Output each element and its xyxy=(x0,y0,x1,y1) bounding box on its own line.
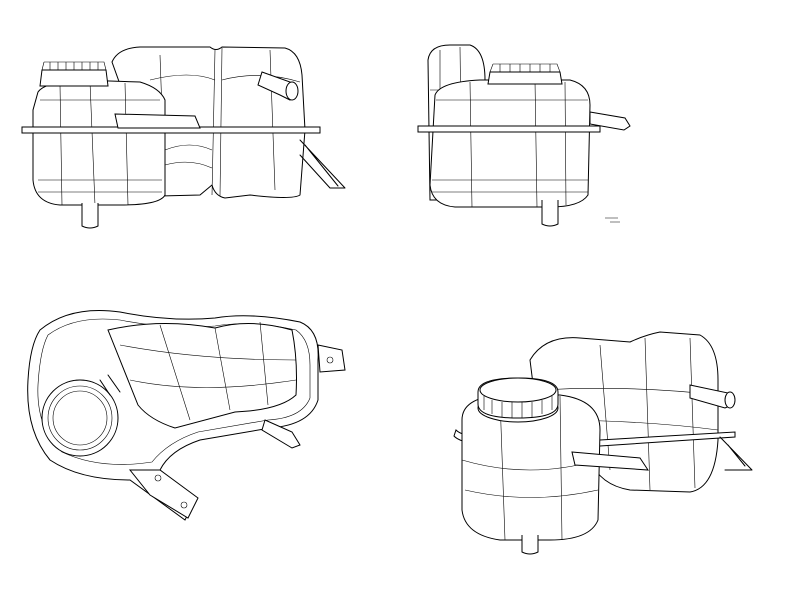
side-tab xyxy=(114,113,201,129)
top-view xyxy=(27,309,346,521)
rear-chamber-top xyxy=(107,322,297,429)
outlet-spout xyxy=(541,200,559,227)
filler-neck xyxy=(41,379,119,457)
outlet-spout xyxy=(521,535,539,555)
filler-cap xyxy=(39,69,109,87)
bracket xyxy=(299,139,346,189)
main-body xyxy=(32,79,166,206)
side-view xyxy=(417,44,631,227)
outlet-spout xyxy=(81,203,99,229)
mounting-tab xyxy=(317,344,346,373)
side-tab xyxy=(571,451,649,471)
isometric-view xyxy=(453,331,753,555)
front-view xyxy=(21,46,346,229)
side-pipe xyxy=(589,111,631,131)
filler-cap xyxy=(487,71,563,85)
bracket xyxy=(719,436,753,471)
mounting-flange xyxy=(417,125,601,133)
main-body xyxy=(429,79,591,208)
bracket xyxy=(128,469,199,519)
side-pipe xyxy=(261,419,301,449)
